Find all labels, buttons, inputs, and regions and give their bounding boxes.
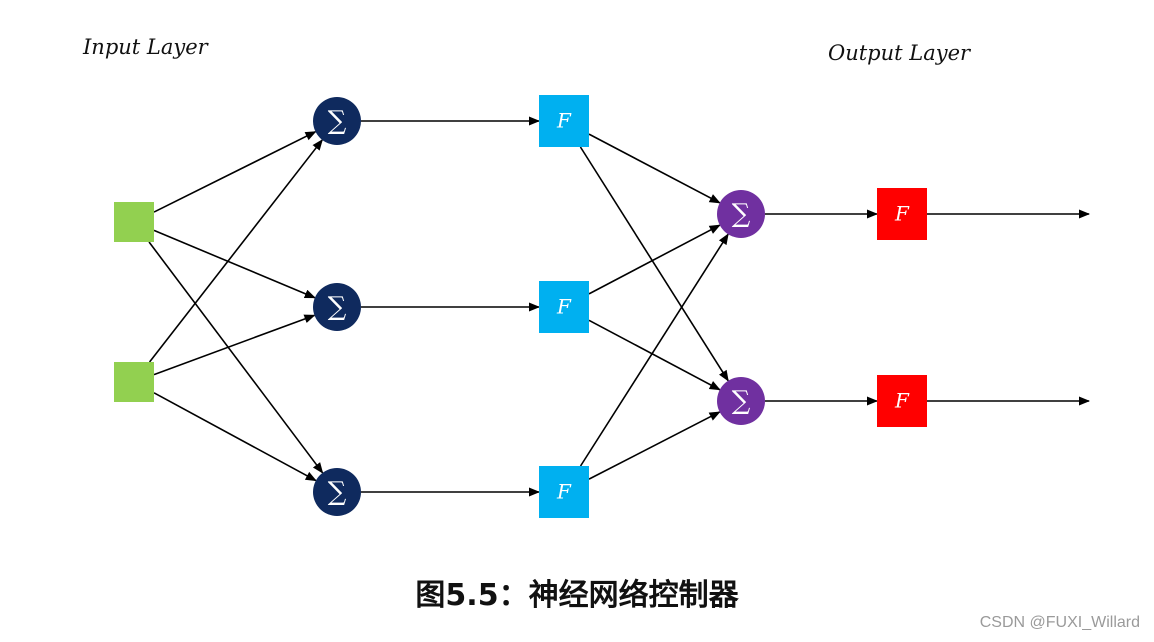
node-shape-o_sum2 (717, 377, 765, 425)
node-in2 (114, 362, 154, 402)
node-o_sum1: ∑ (717, 190, 765, 238)
activation-symbol: F (556, 109, 572, 133)
node-o_f2: F (877, 375, 927, 427)
activation-symbol: F (556, 295, 572, 319)
node-in1 (114, 202, 154, 242)
edge-h_f2-to-o_sum2 (588, 319, 721, 391)
node-shape-o_f2 (877, 375, 927, 427)
node-shape-h_sum1 (313, 97, 361, 145)
edge-in1-to-h_sum2 (153, 229, 316, 299)
node-shape-h_f2 (539, 281, 589, 333)
activation-symbol: F (894, 202, 910, 226)
edge-in2-to-h_sum2 (153, 314, 316, 376)
node-shape-o_sum1 (717, 190, 765, 238)
node-h_f3: F (539, 466, 589, 518)
sum-symbol: ∑ (732, 386, 751, 416)
node-h_sum1: ∑ (313, 97, 361, 145)
node-shape-in2 (114, 362, 154, 402)
node-shape-h_f3 (539, 466, 589, 518)
edge-in1-to-h_sum1 (153, 130, 317, 213)
node-h_f2: F (539, 281, 589, 333)
edge-in1-to-h_sum3 (148, 241, 324, 474)
watermark: CSDN @FUXI_Willard (979, 614, 1140, 631)
node-shape-in1 (114, 202, 154, 242)
input-layer-label: Input Layer (83, 35, 208, 59)
sum-symbol: ∑ (328, 477, 347, 507)
edge-h_f3-to-o_sum1 (579, 233, 729, 467)
activation-symbol: F (894, 389, 910, 413)
node-o_f1: F (877, 188, 927, 240)
edge-h_f2-to-o_sum1 (588, 224, 721, 295)
sum-symbol: ∑ (328, 292, 347, 322)
output-layer-label: Output Layer (828, 41, 971, 65)
edge-h_f3-to-o_sum2 (588, 411, 721, 480)
node-shape-h_sum2 (313, 283, 361, 331)
node-h_sum2: ∑ (313, 283, 361, 331)
edge-h_f1-to-o_sum1 (588, 133, 721, 204)
edge-h_f1-to-o_sum2 (579, 146, 729, 382)
activation-symbol: F (556, 480, 572, 504)
node-o_sum2: ∑ (717, 377, 765, 425)
edge-in2-to-h_sum3 (153, 392, 317, 482)
node-h_f1: F (539, 95, 589, 147)
node-shape-h_f1 (539, 95, 589, 147)
figure-caption: 图5.5：神经网络控制器 (415, 578, 739, 613)
sum-symbol: ∑ (732, 199, 751, 229)
sum-symbol: ∑ (328, 106, 347, 136)
edge-in2-to-h_sum1 (148, 139, 323, 363)
node-h_sum3: ∑ (313, 468, 361, 516)
node-shape-o_f1 (877, 188, 927, 240)
node-shape-h_sum3 (313, 468, 361, 516)
